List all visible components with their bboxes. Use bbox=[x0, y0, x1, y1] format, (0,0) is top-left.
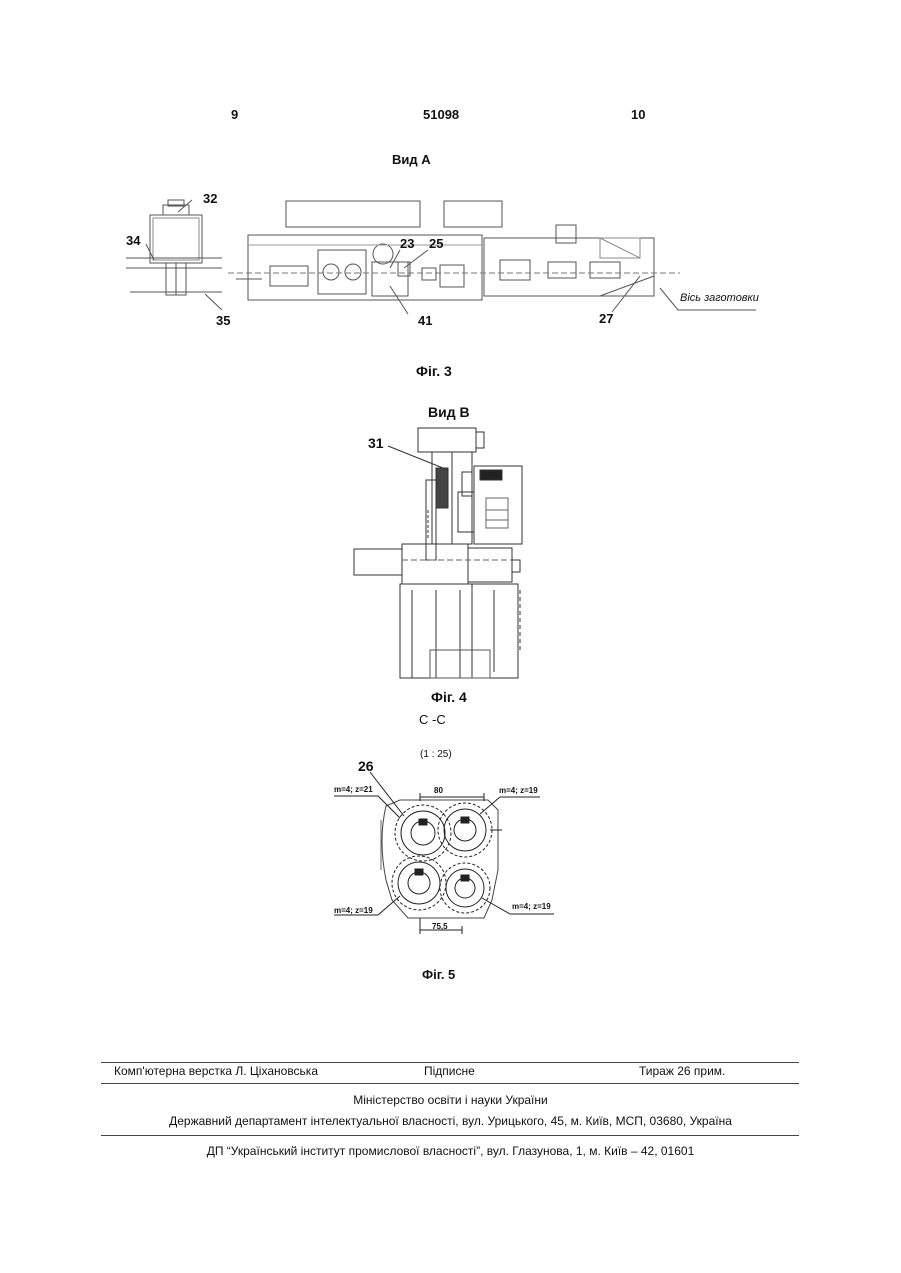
fig5-gear-br-label: m=4; z=19 bbox=[512, 902, 551, 911]
fig5-caption: Фіг. 5 bbox=[422, 967, 455, 982]
fig5-label-26: 26 bbox=[358, 758, 374, 774]
footer-ministry: Міністерство освіти і науки України bbox=[0, 1093, 901, 1107]
fig5-dimension-bottom: 75,5 bbox=[432, 922, 448, 931]
footer-department: Державний департамент інтелектуальної вл… bbox=[0, 1114, 901, 1128]
fig5-dimension-top: 80 bbox=[434, 786, 443, 795]
fig5-gear-tr-label: m=4; z=19 bbox=[499, 786, 538, 795]
footer-circulation: Тираж 26 прим. bbox=[639, 1064, 725, 1078]
footer-rule-top bbox=[101, 1062, 799, 1063]
footer-institute: ДП “Український інститут промислової вла… bbox=[0, 1144, 901, 1158]
footer-layout: Комп'ютерна верстка Л. Ціхановська bbox=[114, 1064, 318, 1078]
fig5-drawing bbox=[0, 0, 901, 960]
fig5-gear-tl-label: m=4; z=21 bbox=[334, 785, 373, 794]
footer-rule-bottom bbox=[101, 1135, 799, 1136]
footer-rule-middle bbox=[101, 1083, 799, 1084]
footer-signed: Підписне bbox=[424, 1064, 475, 1078]
fig5-gear-bl-label: m=4; z=19 bbox=[334, 906, 373, 915]
